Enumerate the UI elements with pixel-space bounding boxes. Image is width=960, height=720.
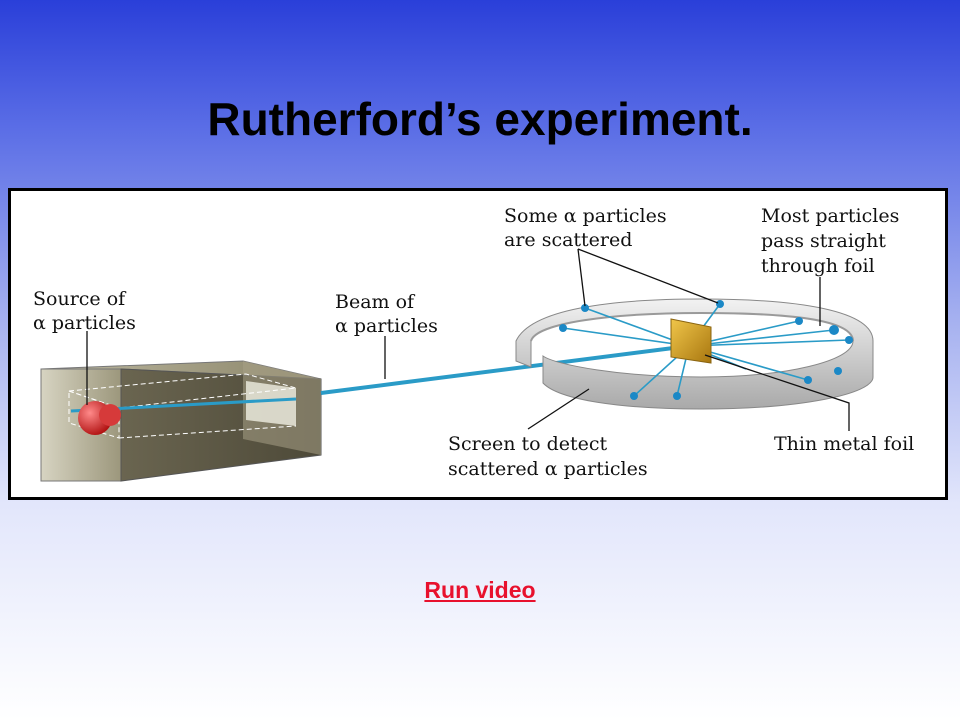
label-scattered-line2: are scattered [504, 229, 632, 251]
gold-foil [670, 318, 712, 364]
label-beam-line2: α particles [335, 315, 438, 337]
svg-text:scattered α particles: scattered α particles [448, 458, 648, 480]
rutherford-diagram: Source of α particles Beam of α particle… [8, 188, 948, 500]
svg-text:Beam of: Beam of [335, 291, 416, 313]
svg-text:Most particles: Most particles [761, 205, 899, 227]
alpha-beam [320, 344, 690, 395]
slide-title: Rutherford’s experiment. [207, 93, 753, 145]
svg-text:Some α particles: Some α particles [504, 205, 667, 227]
label-straight-line2: pass straight [761, 230, 886, 252]
alpha-source [78, 401, 121, 435]
label-beam-line1: Beam of [335, 291, 416, 313]
diagram-canvas: Source of α particles Beam of α particle… [33, 205, 914, 482]
svg-text:Thin metal foil: Thin metal foil [774, 433, 914, 455]
particle-hits [559, 300, 853, 400]
svg-text:pass straight: pass straight [761, 230, 886, 252]
label-source-line1: Source of [33, 288, 127, 310]
svg-text:α particles: α particles [335, 315, 438, 337]
label-screen-line1: Screen to detect [448, 433, 608, 455]
svg-text:Source of: Source of [33, 288, 127, 310]
label-screen-line2: scattered α particles [448, 458, 648, 480]
label-foil: Thin metal foil [774, 433, 914, 455]
label-straight-line3: through foil [761, 255, 875, 277]
svg-text:Screen to detect: Screen to detect [448, 433, 608, 455]
svg-text:α particles: α particles [33, 312, 136, 334]
label-scattered-line1: Some α particles [504, 205, 667, 227]
svg-text:through foil: through foil [761, 255, 875, 277]
svg-text:are scattered: are scattered [504, 229, 632, 251]
label-source-line2: α particles [33, 312, 136, 334]
leader-lines [86, 248, 850, 431]
label-straight-line1: Most particles [761, 205, 899, 227]
run-video-link[interactable]: Run video [424, 577, 536, 603]
run-video-container: Run video [0, 577, 960, 604]
source-box [40, 360, 322, 482]
